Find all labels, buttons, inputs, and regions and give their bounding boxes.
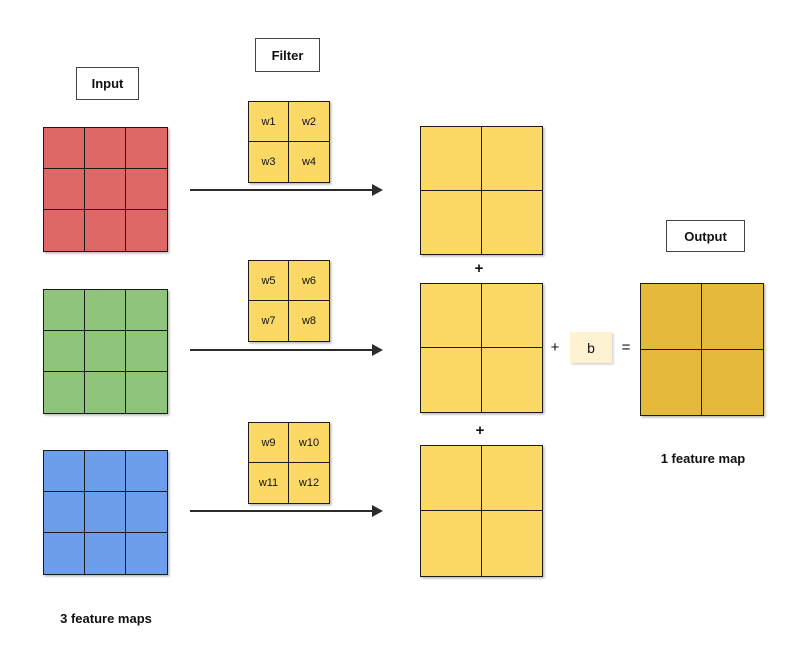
bias-label: b xyxy=(587,339,595,356)
partial-map-1 xyxy=(420,126,543,255)
plus-sign-bias: + xyxy=(550,339,560,356)
filter-weight: w10 xyxy=(289,423,329,463)
grid-cell xyxy=(44,331,85,372)
filter-weight: w8 xyxy=(301,315,317,327)
grid-cell xyxy=(126,169,167,210)
filter-weight: w2 xyxy=(289,102,329,142)
plus-sign-2: + xyxy=(475,422,485,439)
grid-cell xyxy=(126,210,167,251)
filter-weight: w3 xyxy=(249,142,289,182)
grid-cell xyxy=(481,446,542,511)
input-map-red xyxy=(43,127,168,252)
grid-cell xyxy=(44,451,85,492)
grid-cell xyxy=(85,533,126,574)
grid-cell xyxy=(85,128,126,169)
grid-cell xyxy=(702,350,763,416)
caption-3-feature-maps: 3 feature maps xyxy=(60,611,152,626)
partial-map-2 xyxy=(420,283,543,413)
arrow-shaft xyxy=(190,349,373,351)
filter-weight: w6 xyxy=(289,261,329,301)
grid-cell xyxy=(126,451,167,492)
bias-box: b xyxy=(570,332,612,363)
grid-cell xyxy=(44,372,85,413)
grid-cell xyxy=(44,492,85,533)
grid-cell xyxy=(44,210,85,251)
grid-cell xyxy=(44,169,85,210)
filter-grid-1: w1 w2 w3 w4 xyxy=(248,101,330,183)
caption-1-feature-map: 1 feature map xyxy=(660,451,746,466)
grid-cell xyxy=(482,348,543,412)
grid-cell xyxy=(44,290,85,331)
filter-grid-2: w5 w6 w7 w8 xyxy=(248,260,330,342)
input-label-text: Input xyxy=(91,76,124,91)
grid-cell xyxy=(641,284,702,350)
arrow-2 xyxy=(190,344,383,356)
grid-cell xyxy=(702,284,763,350)
filter-weight: w1 xyxy=(249,102,289,142)
filter-weight: w4 xyxy=(301,156,317,168)
grid-cell xyxy=(421,284,482,348)
arrow-shaft xyxy=(190,189,373,191)
grid-cell xyxy=(481,284,542,348)
grid-cell xyxy=(126,533,167,574)
arrow-1 xyxy=(190,184,383,196)
grid-cell xyxy=(44,128,85,169)
arrow-head-icon xyxy=(372,505,383,517)
grid-cell xyxy=(126,128,167,169)
output-label-text: Output xyxy=(684,228,727,244)
input-map-green xyxy=(43,289,168,414)
grid-cell xyxy=(126,290,167,331)
arrow-3 xyxy=(190,505,383,517)
filter-weight: w12 xyxy=(298,477,320,489)
grid-cell xyxy=(85,210,126,251)
arrow-head-icon xyxy=(372,344,383,356)
grid-cell xyxy=(481,127,542,191)
input-label: Input xyxy=(76,67,139,100)
grid-cell xyxy=(85,492,126,533)
grid-cell xyxy=(85,290,126,331)
filter-weight: w5 xyxy=(249,261,289,301)
filter-grid-3: w9 w10 w11 w12 xyxy=(248,422,330,504)
equals-sign: = xyxy=(621,339,631,356)
grid-cell xyxy=(44,533,85,574)
grid-cell xyxy=(482,191,543,255)
grid-cell xyxy=(126,331,167,372)
filter-label-text: Filter xyxy=(271,47,304,63)
grid-cell xyxy=(85,372,126,413)
filter-weight: w11 xyxy=(249,463,289,503)
grid-cell xyxy=(126,492,167,533)
grid-cell xyxy=(85,451,126,492)
grid-cell xyxy=(482,511,543,576)
output-label: Output xyxy=(666,220,745,252)
plus-sign-1: + xyxy=(474,260,484,277)
arrow-shaft xyxy=(190,510,373,512)
grid-cell xyxy=(421,446,482,511)
grid-cell xyxy=(421,190,482,254)
filter-weight: w9 xyxy=(249,423,289,463)
filter-label: Filter xyxy=(255,38,320,72)
partial-map-3 xyxy=(420,445,543,577)
grid-cell xyxy=(421,348,482,412)
filter-weight: w7 xyxy=(249,301,289,341)
grid-cell xyxy=(641,349,702,415)
output-map xyxy=(640,283,764,416)
grid-cell xyxy=(85,169,126,210)
grid-cell xyxy=(421,511,482,576)
arrow-head-icon xyxy=(372,184,383,196)
grid-cell xyxy=(421,127,482,191)
grid-cell xyxy=(126,372,167,413)
input-map-blue xyxy=(43,450,168,575)
grid-cell xyxy=(85,331,126,372)
